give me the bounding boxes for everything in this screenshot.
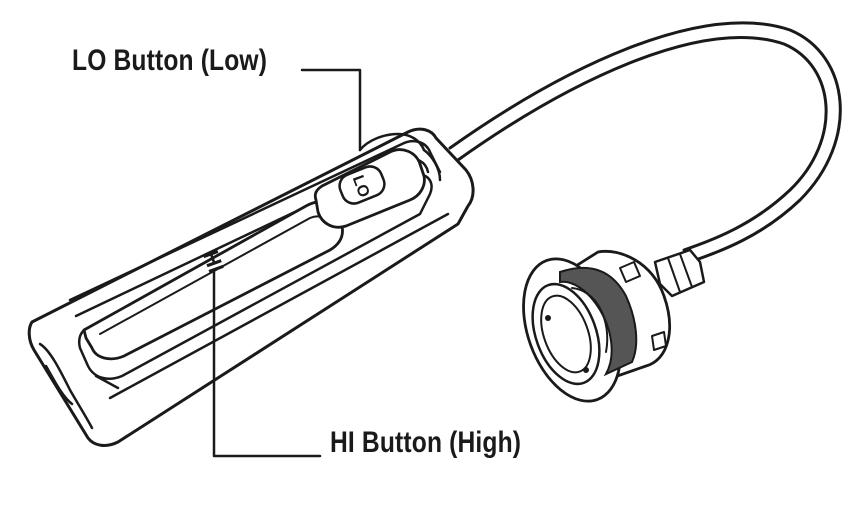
switch-body: LO HI xyxy=(27,127,475,447)
leader-lines xyxy=(212,68,362,458)
light-head xyxy=(522,249,671,403)
lo-leader-line xyxy=(300,68,362,152)
lo-button-marking: LO xyxy=(349,173,373,200)
hi-button-label: HI Button (High) xyxy=(330,426,522,459)
cable xyxy=(448,21,842,264)
lo-button: LO xyxy=(313,148,426,229)
hi-leader-line xyxy=(212,270,322,458)
lo-button-label: LO Button (Low) xyxy=(72,44,268,77)
